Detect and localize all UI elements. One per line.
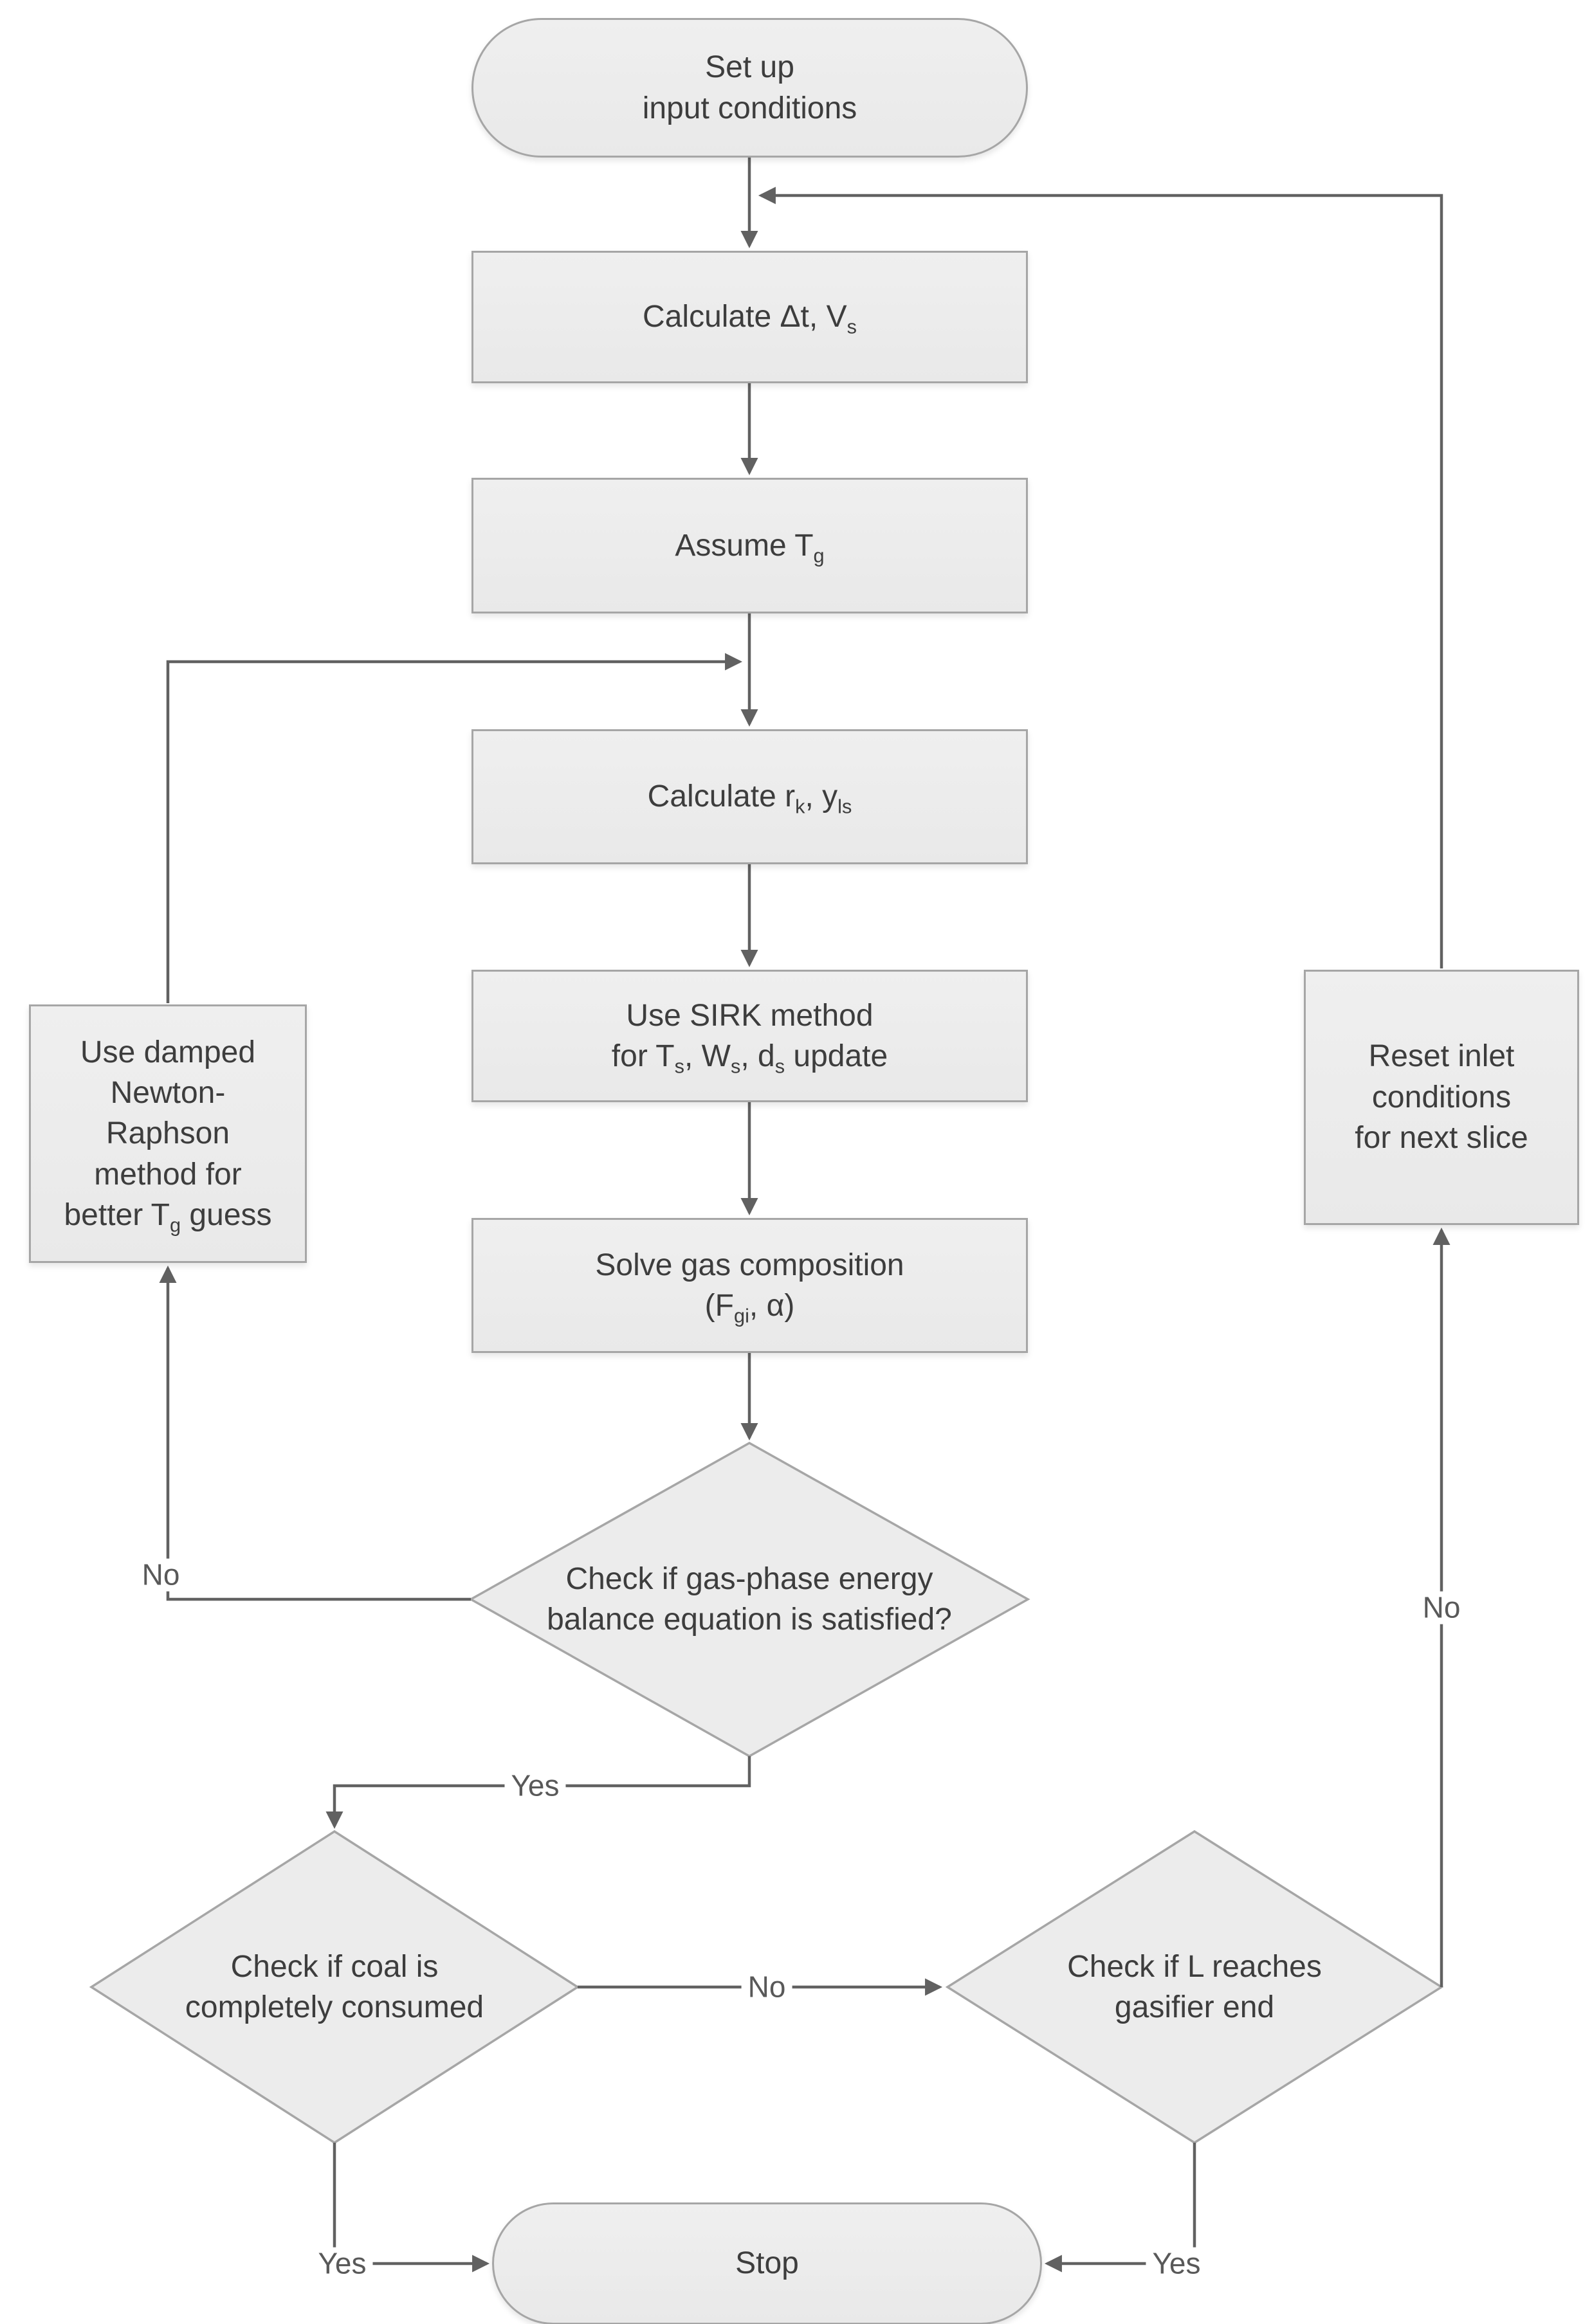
energy-balance-decision-shape (468, 1441, 1030, 1758)
solve-gas-box: Solve gas composition(Fgi, α) (471, 1218, 1028, 1353)
edge-label-energy-no: No (135, 1559, 187, 1592)
arrow-reset-feedback (758, 186, 1443, 968)
edge-label-length-yes: Yes (1146, 2247, 1207, 2280)
length-reached-decision-shape (945, 1829, 1444, 2145)
calc-dt-vs-box: Calculate Δt, Vs (471, 251, 1028, 383)
edge-label-length-no: No (1416, 1592, 1467, 1624)
edge-label-coal-no: No (741, 1971, 792, 2004)
assume-tg-box: Assume Tg (471, 478, 1028, 613)
arrow-coal-yes-to-stop (333, 2143, 490, 2273)
coal-consumed-decision-shape (89, 1829, 580, 2145)
calc-rk-yls-box: Calculate rk, yls (471, 729, 1028, 864)
arrow-newton-feedback (166, 653, 743, 1003)
edge-label-coal-yes: Yes (311, 2247, 373, 2280)
edge-label-energy-yes: Yes (504, 1770, 566, 1802)
arrow-energy-no-to-newton (159, 1265, 471, 1601)
stop-terminator: Stop (492, 2202, 1042, 2324)
arrow-length-yes-to-stop (1044, 2143, 1196, 2273)
